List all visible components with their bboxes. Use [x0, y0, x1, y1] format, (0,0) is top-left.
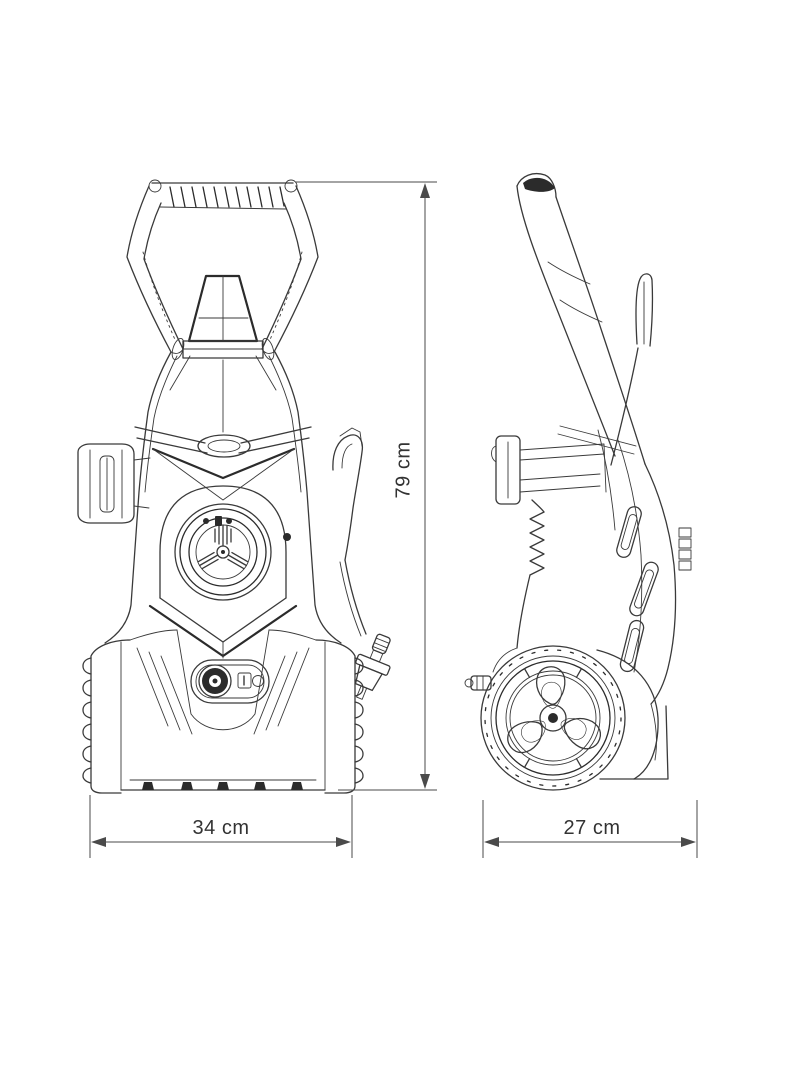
front-lower-panel — [148, 597, 298, 704]
front-body — [104, 337, 342, 644]
height-dimension: 79 cm — [295, 181, 437, 791]
side-body — [492, 429, 692, 780]
width-dimension: 34 cm — [89, 795, 353, 858]
front-handle — [126, 179, 319, 354]
depth-dimension-label: 27 cm — [564, 817, 621, 839]
vent-slots — [616, 506, 659, 673]
wheel-spoke-cutouts — [507, 666, 601, 754]
pressure-dial — [159, 485, 291, 601]
depth-dimension: 27 cm — [482, 800, 698, 858]
rear-rib-stack — [678, 527, 692, 571]
indicator-dot — [283, 533, 291, 541]
rib-strip — [529, 511, 545, 576]
width-dimension-label: 34 cm — [193, 817, 250, 839]
side-handle — [516, 172, 654, 466]
power-icon — [237, 672, 252, 689]
gun-holder-bracket — [491, 435, 607, 505]
inlet-cap — [197, 434, 251, 458]
side-view-drawing — [464, 172, 692, 791]
front-view-drawing — [77, 179, 391, 794]
side-hook — [635, 273, 654, 347]
front-base-and-wheels — [82, 629, 364, 794]
cord-hook-and-plug — [332, 427, 391, 700]
power-plug — [354, 633, 391, 700]
accessory-holder — [182, 274, 264, 359]
left-hook — [77, 443, 151, 524]
height-dimension-label: 79 cm — [392, 442, 414, 499]
side-wheel — [480, 645, 626, 791]
switch-housing — [190, 659, 270, 704]
inlet-connector — [464, 675, 492, 691]
